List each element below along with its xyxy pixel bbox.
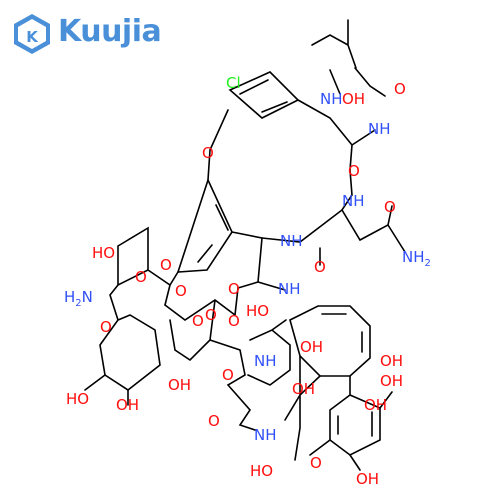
oxygen-label: O (160, 256, 172, 274)
oh-label: OH (356, 470, 379, 488)
oxygen-label: O (175, 282, 187, 300)
oxygen-label: O (100, 318, 112, 336)
oh-label: OH (116, 396, 139, 414)
nh-label: NH (368, 120, 391, 138)
nh-label: NH (254, 426, 277, 444)
atom-labels: Cl NH OH O NH O O NH O NH O NH2 HO O O H… (64, 74, 431, 488)
nh-label: NH (280, 232, 303, 250)
oh-label: OH (168, 376, 191, 394)
oh-label: OH (300, 338, 323, 356)
oh-label: OH (380, 352, 403, 370)
oxygen-label: O (310, 454, 322, 472)
oxygen-label: O (208, 412, 220, 430)
oxygen-label: O (192, 312, 204, 330)
oh-label: OH (364, 396, 387, 414)
nh-label: NH (254, 352, 277, 370)
brand-logo: K Kuujia (10, 12, 162, 56)
oxygen-label: O (348, 162, 360, 180)
nh-label: NH (320, 90, 343, 108)
nh-label: NH (278, 280, 301, 298)
oxygen-label: O (135, 268, 147, 286)
ho-label: HO (246, 302, 269, 320)
oxygen-label: O (384, 198, 396, 216)
oxygen-label: O (222, 366, 234, 384)
oh-label: OH (380, 372, 403, 390)
oxygen-label: O (228, 280, 240, 298)
hexagon-k-icon: K (14, 14, 50, 54)
oxygen-label: O (314, 258, 326, 276)
oxygen-label: O (205, 306, 217, 324)
svg-text:K: K (26, 28, 39, 46)
oxygen-label: O (202, 144, 214, 162)
ho-label: HO (250, 462, 273, 480)
h2n-label: H2N (64, 288, 93, 309)
brand-name: Kuujia (58, 14, 162, 49)
oxygen-label: O (394, 80, 406, 98)
oh-label: OH (292, 380, 315, 398)
ho-label: HO (66, 390, 89, 408)
nh2-label: NH2 (402, 248, 431, 269)
ho-label: HO (92, 244, 115, 262)
oh-label: OH (342, 90, 365, 108)
bond-lines (84, 19, 406, 471)
nh-label: NH (342, 192, 365, 210)
chlorine-label: Cl (226, 74, 241, 92)
oxygen-label: O (228, 312, 240, 330)
